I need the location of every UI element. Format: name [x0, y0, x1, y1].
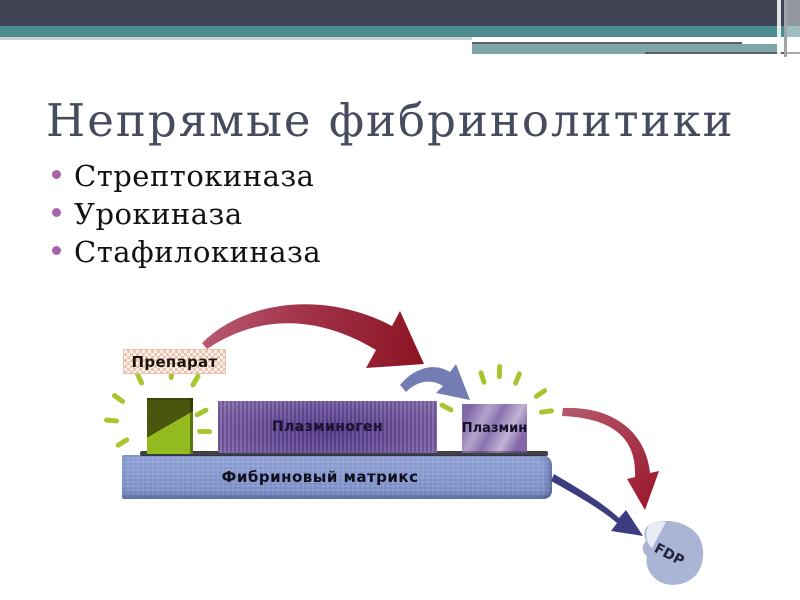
- header-vertical-line-white: [777, 0, 781, 57]
- fibrin-matrix-bar: Фибриновый матрикс: [122, 455, 552, 499]
- glow-ray: [496, 363, 503, 380]
- bullet-marker: [52, 246, 61, 255]
- bullet-text: Урокиназа: [74, 197, 243, 231]
- plasminogen-to-plasmin-arrow: [400, 364, 470, 400]
- list-item: Стафилокиназа: [52, 233, 321, 271]
- glow-ray: [477, 369, 488, 386]
- bullet-marker: [52, 170, 61, 179]
- bullet-list: Стрептокиназа Урокиназа Стафилокиназа: [52, 157, 321, 271]
- slide-title: Непрямые фибринолитики: [46, 94, 735, 147]
- bullet-text: Стрептокиназа: [74, 159, 315, 193]
- bullet-marker: [52, 208, 61, 217]
- matrix-to-fdp-arrow: [551, 474, 643, 536]
- plasminogen-label: Плазминоген: [272, 419, 383, 435]
- bullet-text: Стафилокиназа: [74, 235, 322, 269]
- header-accent-line-dark-2: [645, 52, 800, 54]
- fdp-blob: [642, 521, 704, 585]
- header-accent-band-teal: [472, 44, 777, 54]
- fdp-blob-fold: [646, 521, 666, 548]
- drug-block: [147, 398, 193, 454]
- header-corner-fade: [787, 0, 800, 55]
- list-item: Урокиназа: [52, 195, 321, 233]
- drug-label-box: Препарат: [123, 349, 226, 374]
- plasminogen-block: Плазминоген: [218, 401, 437, 453]
- drug-to-plasminogen-arrow: [202, 304, 424, 368]
- glow-ray: [438, 401, 455, 414]
- glow-ray: [103, 417, 120, 424]
- glow-ray: [538, 407, 555, 416]
- glow-ray: [512, 370, 523, 387]
- plasmin-to-fdp-arrow: [562, 407, 659, 510]
- list-item: Стрептокиназа: [52, 157, 321, 195]
- glow-ray: [114, 436, 131, 449]
- header-bar-dark: [0, 0, 800, 26]
- glow-ray: [193, 406, 210, 419]
- plasmin-label: Плазмин: [461, 421, 528, 436]
- fdp-label: FDP: [651, 540, 686, 569]
- glow-ray: [196, 428, 213, 435]
- header-vertical-line-gray: [784, 0, 787, 57]
- drug-label: Препарат: [131, 352, 218, 371]
- blocks-shadow: [140, 451, 548, 456]
- plasmin-block: Плазмин: [462, 404, 527, 453]
- glow-ray: [189, 372, 202, 389]
- glow-ray: [532, 387, 549, 400]
- fibrin-matrix-label: Фибриновый матрикс: [221, 468, 419, 486]
- header-accent-line-left: [0, 37, 472, 40]
- header-accent-line-dark-1: [472, 42, 742, 44]
- glow-ray: [110, 392, 127, 405]
- header-bar-teal: [0, 26, 800, 37]
